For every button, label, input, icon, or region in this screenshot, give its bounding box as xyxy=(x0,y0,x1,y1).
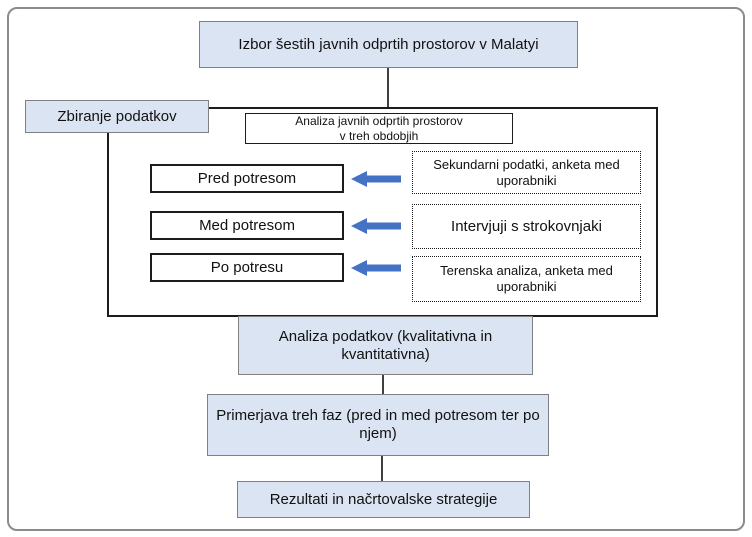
connector-analysis-to-comparison xyxy=(382,374,384,395)
node-method-field-analysis: Terenska analiza, anketa med uporabniki xyxy=(412,256,641,302)
node-method-secondary-data: Sekundarni podatki, anketa med uporabnik… xyxy=(412,151,641,194)
connector-comparison-to-results xyxy=(381,455,383,482)
node-data-analysis: Analiza podatkov (kvalitativna in kvanti… xyxy=(238,316,533,375)
node-results-strategies: Rezultati in načrtovalske strategije xyxy=(237,481,530,518)
node-phase-during-earthquake: Med potresom xyxy=(150,211,344,240)
node-phase-after-earthquake: Po potresu xyxy=(150,253,344,282)
connector-top-to-container xyxy=(387,68,389,107)
node-data-collection: Zbiranje podatkov xyxy=(25,100,209,133)
node-method-expert-interviews: Intervjuji s strokovnjaki xyxy=(412,204,641,249)
left-arrow-icon xyxy=(351,171,401,187)
left-arrow-icon xyxy=(351,260,401,276)
container-header-text: Analiza javnih odprtih prostorov v treh … xyxy=(295,114,462,144)
node-phase-comparison: Primerjava treh faz (pred in med potreso… xyxy=(207,394,549,456)
container-header-line1: Analiza javnih odprtih prostorov xyxy=(295,113,463,128)
node-site-selection: Izbor šestih javnih odprtih prostorov v … xyxy=(199,21,578,68)
container-header-line2: v treh obdobjih xyxy=(339,128,419,143)
node-phase-before-earthquake: Pred potresom xyxy=(150,164,344,193)
container-header: Analiza javnih odprtih prostorov v treh … xyxy=(245,113,513,144)
left-arrow-icon xyxy=(351,218,401,234)
